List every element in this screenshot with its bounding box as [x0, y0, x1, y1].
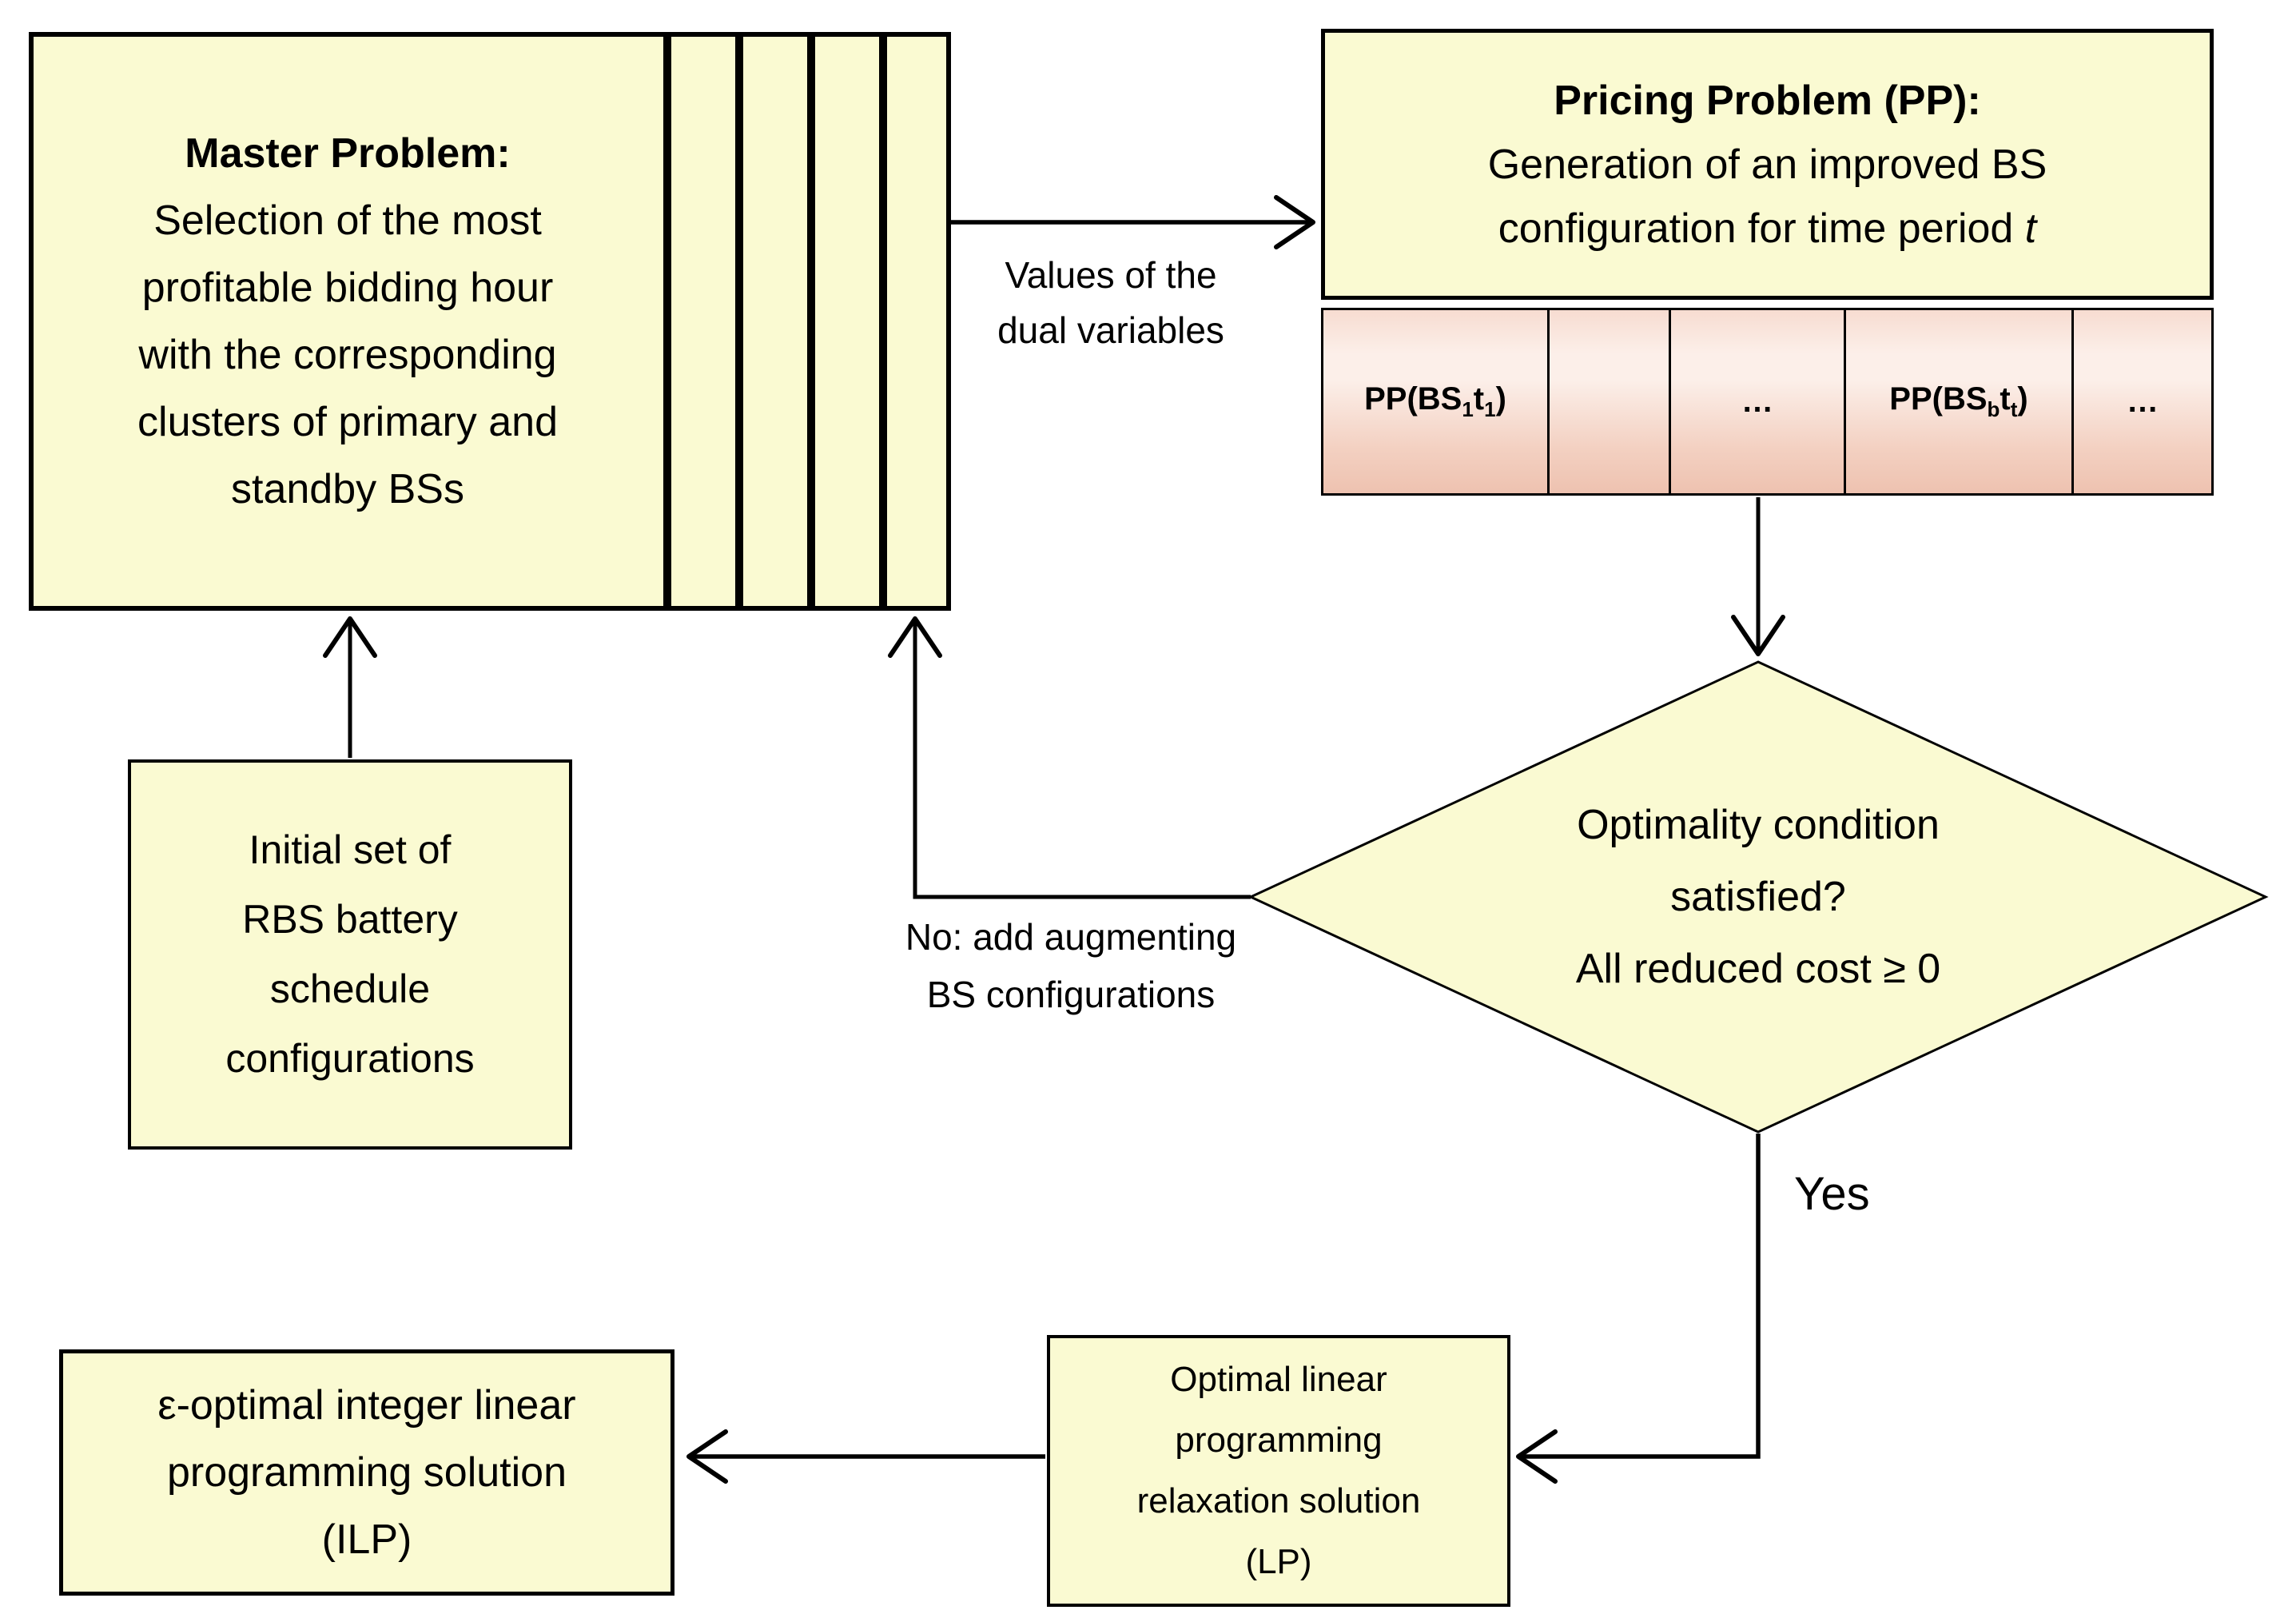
- matrix-column-stripe: [735, 37, 743, 606]
- dual-values-label-line: dual variables: [997, 309, 1224, 351]
- master-problem-text: Master Problem: Selection of the most pr…: [34, 37, 662, 606]
- yes-branch-label: Yes: [1794, 1169, 1870, 1220]
- decision-line: satisfied?: [1670, 874, 1846, 920]
- pricing-subproblem-row: PP(BS1t1) … PP(BSbtt) …: [1321, 308, 2214, 496]
- decision-diamond: [1247, 660, 2269, 1134]
- lp-solution-line: relaxation solution: [1136, 1481, 1421, 1520]
- pp-cell-label-part: PP(BS: [1364, 381, 1462, 416]
- pp-cell-label-subscript: t: [2010, 397, 2018, 421]
- pricing-problem-line: Generation of an improved BS: [1487, 141, 2047, 188]
- no-branch-label: No: add augmenting BS configurations: [847, 908, 1295, 1023]
- pp-cell-label: …: [1741, 384, 1773, 419]
- pp-cell-label-subscript: 1: [1462, 397, 1474, 421]
- initial-configurations-line: RBS battery: [242, 897, 458, 942]
- pp-cell-label: …: [2127, 384, 2159, 419]
- lp-solution-line: Optimal linear: [1170, 1360, 1387, 1399]
- master-problem-title: Master Problem:: [185, 130, 511, 177]
- matrix-column-stripe: [663, 37, 671, 606]
- pp-cell-label: PP(BS1t1): [1364, 381, 1506, 422]
- pp-cell-label-subscript: b: [1987, 397, 2000, 421]
- decision-line: Optimality condition: [1577, 802, 1940, 848]
- master-problem-line: Selection of the most: [153, 197, 542, 244]
- master-problem-line: standby BSs: [231, 466, 464, 512]
- master-problem-line: with the corresponding: [138, 332, 557, 378]
- initial-configurations-line: schedule: [269, 966, 431, 1011]
- pricing-problem-line-text: configuration for time period: [1498, 205, 2025, 252]
- pp-cell-ellipsis: …: [1671, 310, 1846, 493]
- ilp-solution-line: (ILP): [321, 1516, 412, 1563]
- master-problem-line: clusters of primary and: [137, 399, 558, 445]
- pp-cell-label: PP(BSbtt): [1889, 381, 2027, 422]
- master-problem-line: profitable bidding hour: [141, 265, 554, 311]
- initial-configurations-line: Initial set of: [249, 827, 452, 872]
- no-branch-label-line: BS configurations: [926, 974, 1216, 1015]
- matrix-column-stripe: [879, 37, 887, 606]
- initial-configurations-box: Initial set of RBS battery schedule conf…: [128, 759, 572, 1150]
- connector-no-loop-to-master: [888, 616, 1251, 899]
- ilp-solution-box: ε-optimal integer linear programming sol…: [59, 1349, 674, 1596]
- pp-cell-bs1-t1: PP(BS1t1): [1323, 310, 1550, 493]
- pp-cell-label-subscript: 1: [1484, 397, 1496, 421]
- dual-values-label-line: Values of the: [1005, 254, 1217, 296]
- no-branch-label-line: No: add augmenting: [905, 916, 1237, 958]
- pp-cell-label-part: ): [1495, 381, 1506, 416]
- ilp-solution-line: programming solution: [166, 1449, 567, 1496]
- master-problem-box: Master Problem: Selection of the most pr…: [29, 32, 951, 611]
- ilp-solution-line: ε-optimal integer linear: [157, 1382, 576, 1429]
- pp-cell-ellipsis-last: …: [2074, 310, 2211, 493]
- yes-branch-label-line: Yes: [1794, 1168, 1870, 1220]
- pp-cell-label-part: ): [2017, 381, 2028, 416]
- pp-cell-label-part: PP(BS: [1889, 381, 1988, 416]
- lp-solution-line: (LP): [1245, 1542, 1312, 1581]
- matrix-column-stripe: [807, 37, 815, 606]
- lp-solution-box: Optimal linear programming relaxation so…: [1047, 1335, 1510, 1607]
- pp-cell-label-part: t: [2000, 381, 2011, 416]
- decision-line: All reduced cost ≥ 0: [1575, 946, 1941, 992]
- dual-values-label: Values of the dual variables: [919, 248, 1303, 358]
- lp-solution-line: programming: [1175, 1421, 1383, 1460]
- pricing-problem-title: Pricing Problem (PP):: [1554, 77, 1981, 124]
- pp-cell-label-part: t: [1473, 381, 1485, 416]
- time-period-variable: t: [2024, 205, 2037, 252]
- pp-cell-bsb-tt: PP(BSbtt): [1846, 310, 2074, 493]
- decision-diamond-text: Optimality condition satisfied? All redu…: [1399, 763, 2118, 1030]
- connector-yes-decision-to-lp: [1516, 1134, 1761, 1484]
- pricing-problem-box: Pricing Problem (PP): Generation of an i…: [1321, 29, 2214, 300]
- pp-cell-empty: [1550, 310, 1671, 493]
- pricing-problem-line: configuration for time period t: [1498, 197, 2036, 261]
- initial-configurations-line: configurations: [225, 1036, 475, 1081]
